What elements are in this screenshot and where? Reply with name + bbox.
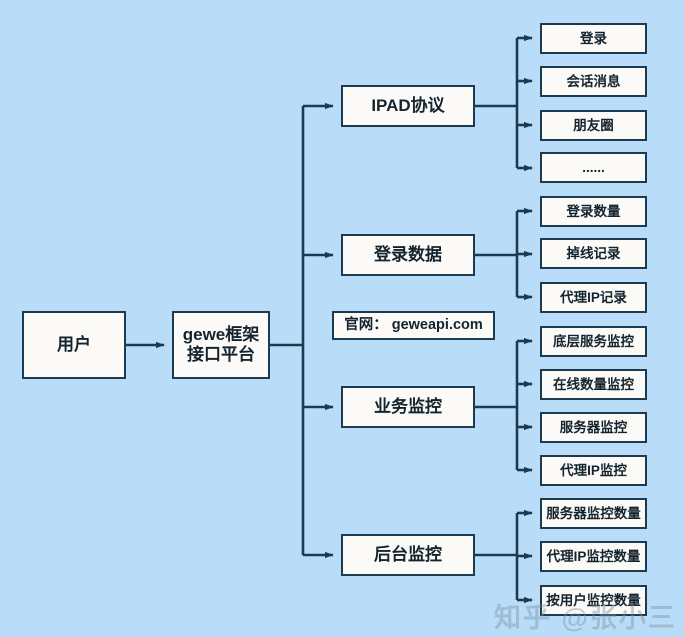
node-leaf-proxy-ip-record[interactable]: 代理IP记录 (540, 282, 647, 313)
node-leaf-online-count-monitor[interactable]: 在线数量监控 (540, 369, 647, 400)
node-leaf-session-message-label: 会话消息 (566, 73, 621, 89)
node-leaf-underlying-service-monitor-label: 底层服务监控 (553, 333, 634, 349)
node-leaf-ellipsis-label: ...... (582, 159, 605, 175)
node-leaf-session-message[interactable]: 会话消息 (540, 66, 647, 97)
node-branch-ipad-protocol-label: IPAD协议 (371, 96, 445, 116)
node-branch-backend-monitor-label: 后台监控 (374, 545, 442, 565)
node-branch-backend-monitor[interactable]: 后台监控 (341, 534, 475, 576)
node-leaf-server-monitor-count-label: 服务器监控数量 (546, 505, 641, 521)
node-leaf-proxy-ip-monitor[interactable]: 代理IP监控 (540, 455, 647, 486)
node-leaf-per-user-monitor-count-label: 按用户监控数量 (546, 592, 641, 608)
node-branch-business-monitor-label: 业务监控 (374, 397, 442, 417)
node-leaf-moments[interactable]: 朋友圈 (540, 110, 647, 141)
node-leaf-underlying-service-monitor[interactable]: 底层服务监控 (540, 326, 647, 357)
node-user-label: 用户 (57, 335, 91, 355)
node-leaf-moments-label: 朋友圈 (573, 117, 614, 133)
node-leaf-login-label: 登录 (580, 30, 607, 46)
node-leaf-server-monitor[interactable]: 服务器监控 (540, 412, 647, 443)
node-leaf-ellipsis[interactable]: ...... (540, 152, 647, 183)
node-leaf-per-user-monitor-count[interactable]: 按用户监控数量 (540, 585, 647, 616)
node-branch-login-data-label: 登录数据 (374, 245, 442, 265)
note-official-website: 官网： geweapi.com (332, 311, 495, 340)
node-leaf-login[interactable]: 登录 (540, 23, 647, 54)
node-leaf-login-count-label: 登录数量 (566, 203, 621, 219)
node-gewe-platform[interactable]: gewe框架 接口平台 (172, 311, 270, 379)
node-branch-ipad-protocol[interactable]: IPAD协议 (341, 85, 475, 127)
node-leaf-login-count[interactable]: 登录数量 (540, 196, 647, 227)
node-user[interactable]: 用户 (22, 311, 126, 379)
node-branch-login-data[interactable]: 登录数据 (341, 234, 475, 276)
node-leaf-offline-record[interactable]: 掉线记录 (540, 238, 647, 269)
node-leaf-server-monitor-count[interactable]: 服务器监控数量 (540, 498, 647, 529)
node-leaf-server-monitor-label: 服务器监控 (559, 419, 628, 435)
node-branch-business-monitor[interactable]: 业务监控 (341, 386, 475, 428)
node-gewe-platform-label: gewe框架 接口平台 (182, 325, 260, 364)
note-official-website-label: 官网： geweapi.com (344, 317, 483, 334)
node-leaf-proxy-ip-monitor-count-label: 代理IP监控数量 (546, 548, 641, 564)
node-leaf-proxy-ip-monitor-count[interactable]: 代理IP监控数量 (540, 541, 647, 572)
node-leaf-online-count-monitor-label: 在线数量监控 (553, 376, 634, 392)
node-leaf-proxy-ip-record-label: 代理IP记录 (560, 289, 627, 305)
node-leaf-offline-record-label: 掉线记录 (566, 245, 621, 261)
node-leaf-proxy-ip-monitor-label: 代理IP监控 (560, 462, 627, 478)
